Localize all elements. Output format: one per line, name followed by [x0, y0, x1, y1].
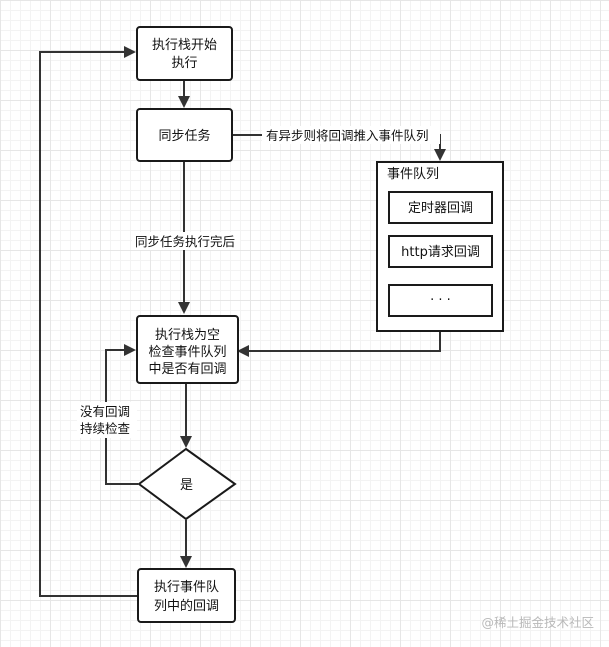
node-check-line3: 中是否有回调 — [148, 362, 226, 377]
edge-check-to-decision — [180, 383, 192, 448]
edge-run-to-start — [39, 46, 138, 597]
edge-label-async: 有异步则将回调推入事件队列 — [266, 128, 429, 143]
node-event-queue: 事件队列 定时器回调 http请求回调 · · · — [376, 161, 504, 332]
node-decision: 是 — [137, 447, 237, 521]
node-run-line2: 列中的回调 — [154, 598, 219, 614]
event-queue-title: 事件队列 — [387, 167, 439, 182]
node-run-callback: 执行事件队 列中的回调 — [137, 568, 236, 623]
node-check-stack: 执行栈为空 检查事件队列 中是否有回调 — [136, 315, 239, 384]
node-check-line2: 检查事件队列 — [148, 345, 226, 360]
node-start: 执行栈开始 执行 — [136, 26, 233, 81]
node-sync-task-label: 同步任务 — [158, 128, 210, 144]
node-start-line1: 执行栈开始 — [152, 38, 217, 53]
event-queue-item-timer: 定时器回调 — [408, 201, 473, 216]
edge-label-no-callback-line1: 没有回调 — [80, 404, 130, 419]
node-decision-label: 是 — [180, 478, 193, 493]
event-queue-item-ellipsis: · · · — [430, 293, 451, 308]
event-queue-item-http: http请求回调 — [401, 245, 480, 260]
watermark: @稀土掘金技术社区 — [481, 615, 594, 630]
edge-start-to-sync — [178, 80, 190, 108]
edge-label-sync-done: 同步任务执行完后 — [135, 234, 235, 249]
node-run-line1: 执行事件队 — [154, 580, 219, 595]
edge-event-queue-to-check — [237, 332, 441, 357]
node-check-line1: 执行栈为空 — [155, 328, 220, 343]
node-sync-task: 同步任务 — [136, 108, 233, 162]
edge-label-no-callback-line2: 持续检查 — [80, 421, 131, 436]
node-start-line2: 执行 — [171, 56, 197, 71]
edge-decision-to-run — [180, 520, 192, 568]
